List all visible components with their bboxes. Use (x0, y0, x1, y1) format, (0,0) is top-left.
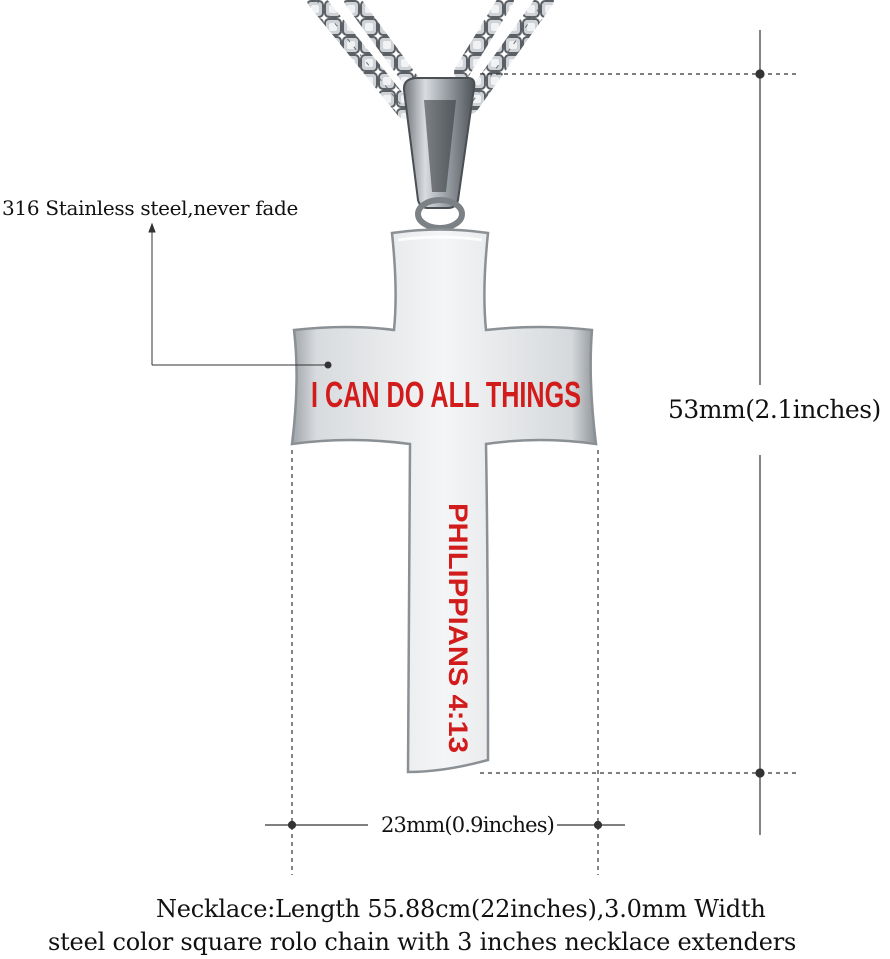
chain-spec-line: steel color square rolo chain with 3 inc… (48, 928, 797, 956)
height-dimension (480, 30, 800, 835)
width-label: 23mm(0.9inches) (378, 813, 558, 837)
engraving-verse-text: PHILIPPIANS 4:13 (443, 503, 473, 753)
engraving-text: I CAN DO ALL THINGS (311, 374, 581, 415)
bail (402, 77, 476, 231)
material-callout-line (148, 222, 332, 369)
necklace-spec-line: Necklace:Length 55.88cm(22inches),3.0mm … (156, 895, 766, 923)
height-label: 53mm(2.1inches) (666, 395, 883, 424)
chain (307, 0, 554, 119)
material-label: 316 Stainless steel,never fade (2, 196, 299, 220)
cross-pendant: I CAN DO ALL THINGS PHILIPPIANS 4:13 (290, 228, 598, 774)
